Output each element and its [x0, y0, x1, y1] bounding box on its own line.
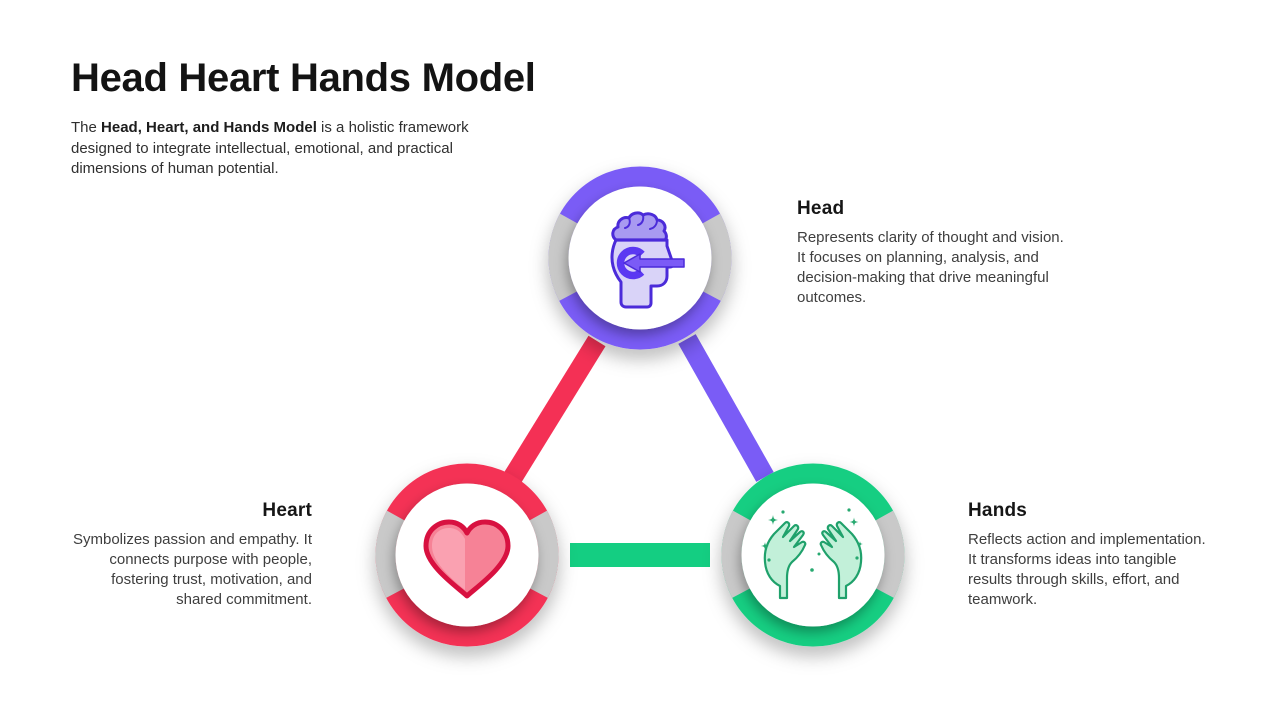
heart-label: Heart: [262, 500, 312, 521]
hands-ring-gray-left: [721, 510, 751, 598]
heart-ring-gray-right: [529, 510, 559, 598]
intro-bold: Head, Heart, and Hands Model: [101, 119, 317, 136]
heart-icon: [423, 519, 511, 599]
page-title: Head Heart Hands Model: [71, 56, 536, 100]
hands-label: Hands: [968, 500, 1028, 521]
heart-ring-gray-left: [375, 510, 405, 598]
hands-ring-gray-right: [875, 510, 905, 598]
hands-icon: [761, 508, 863, 600]
hands-text-block: Hands Reflects action and implementation…: [968, 500, 1214, 610]
heart-node: [375, 463, 559, 647]
intro-rest: is a holistic framework designed to inte…: [71, 119, 469, 177]
head-node: [548, 166, 732, 350]
target-ring-icon: [616, 246, 650, 280]
sparkles-icon: [761, 508, 863, 572]
head-description: Represents clarity of thought and vision…: [797, 229, 1064, 306]
intro-prefix: The: [71, 119, 102, 136]
intro-paragraph: The Head, Heart, and Hands Model is a ho…: [71, 118, 483, 180]
heart-text-block: Heart Symbolizes passion and empathy. It…: [72, 500, 312, 610]
head-hands-connector: [678, 334, 774, 482]
hands-node: [721, 463, 905, 647]
head-heart-connector: [504, 335, 606, 483]
head-ring-gray-right: [702, 213, 732, 301]
head-text-block: Head Represents clarity of thought and v…: [797, 198, 1065, 308]
head-label: Head: [797, 198, 845, 219]
heart-description: Symbolizes passion and empathy. It conne…: [72, 531, 312, 608]
arrow-left-icon: [623, 253, 685, 273]
head-ring-gray-left: [548, 213, 578, 301]
head-brain-icon: [610, 211, 685, 309]
hands-inner-disc: [741, 483, 885, 627]
hands-description: Reflects action and implementation. It t…: [968, 531, 1206, 608]
